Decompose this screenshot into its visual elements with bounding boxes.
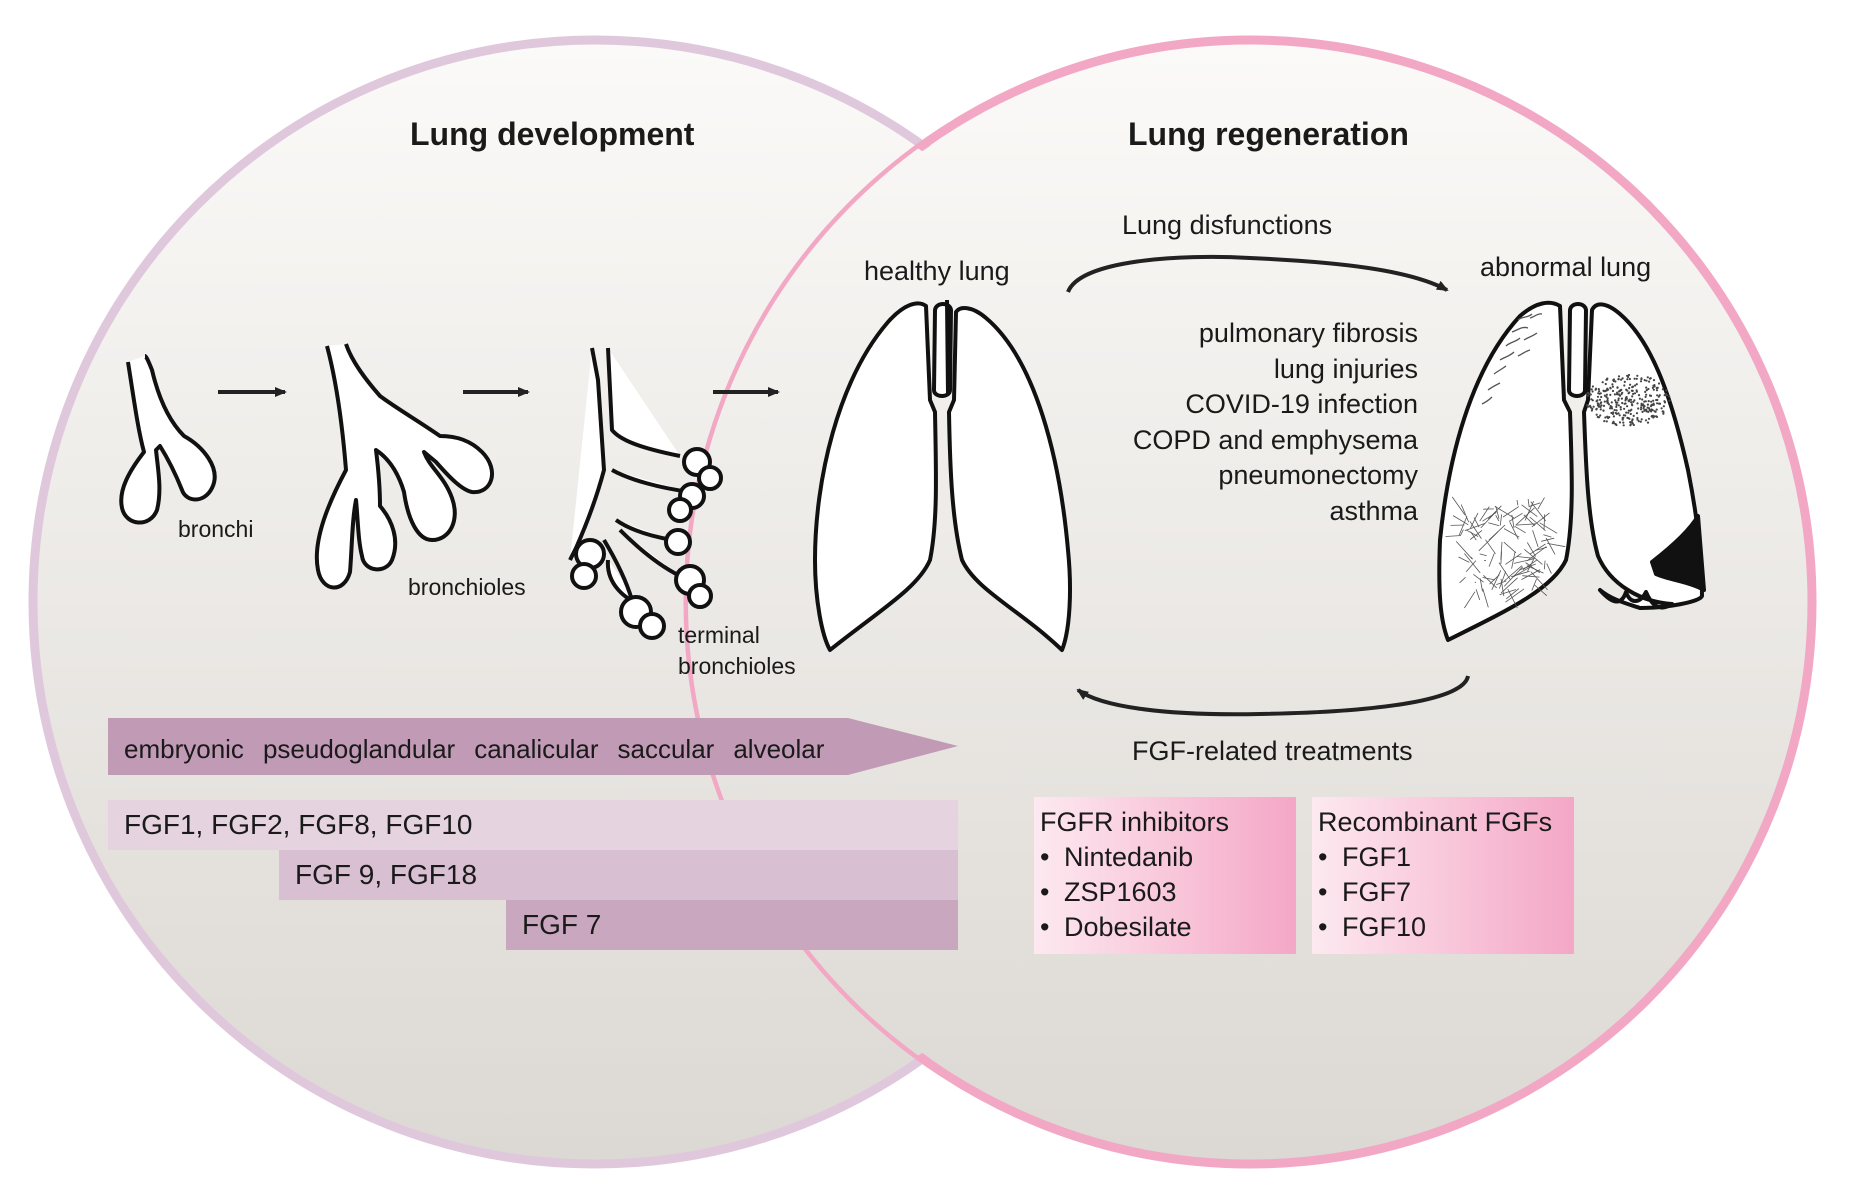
- recombinant-item: FGF10: [1318, 910, 1568, 945]
- dysfunction-item: lung injuries: [1273, 353, 1418, 384]
- treatments-label: FGF-related treatments: [1132, 736, 1413, 766]
- stage-label: embryonic: [124, 734, 244, 764]
- stage-label: canalicular: [474, 734, 599, 764]
- stage-label: pseudoglandular: [262, 734, 456, 764]
- inhibitor-item: ZSP1603: [1040, 875, 1290, 910]
- dysfunction-item: COPD and emphysema: [1132, 424, 1418, 455]
- stage-label: alveolar: [733, 734, 825, 764]
- stage-label: saccular: [617, 734, 715, 764]
- dysfunction-arrow-icon: [1066, 254, 1449, 293]
- dysfunction-item: COVID-19 infection: [1185, 389, 1418, 419]
- fgf-row-3-bg: [506, 900, 958, 950]
- stipple-texture: [1586, 373, 1671, 427]
- inhibitors-title: FGFR inhibitors: [1040, 807, 1230, 837]
- fgf-row-3: FGF 7: [506, 900, 958, 950]
- bronchi-icon: [119, 354, 217, 525]
- abnormal-lung-label: abnormal lung: [1480, 252, 1652, 282]
- fibrosis-strokes: [1481, 313, 1543, 405]
- inhibitor-item: Nintedanib: [1040, 840, 1290, 875]
- terminal-bronchioles-label-2: bronchioles: [678, 653, 796, 679]
- regeneration-title: Lung regeneration: [1128, 116, 1409, 152]
- recombinant-box: Recombinant FGFs FGF1 FGF7 FGF10: [1312, 797, 1574, 954]
- stage-bar: [108, 718, 958, 775]
- terminal-bronchioles-icon: [568, 347, 723, 640]
- fgf-row-text: FGF 9, FGF18: [295, 859, 478, 890]
- dysfunction-item: asthma: [1329, 495, 1418, 526]
- inhibitors-box: FGFR inhibitors Nintedanib ZSP1603 Dobes…: [1034, 797, 1296, 954]
- fgf-row-1-bg: [108, 800, 958, 850]
- development-title: Lung development: [410, 116, 695, 152]
- fgf-row-2-bg: [279, 850, 958, 900]
- recombinant-item: FGF7: [1318, 875, 1568, 910]
- fgf-row-text: FGF 7: [522, 909, 602, 940]
- dysfunction-item: pneumonectomy: [1218, 460, 1418, 490]
- fgf-row-1: FGF1, FGF2, FGF8, FGF10: [108, 800, 958, 850]
- recombinant-item: FGF1: [1318, 840, 1568, 875]
- inhibitor-item: Dobesilate: [1040, 910, 1290, 945]
- dysfunction-item: pulmonary fibrosis: [1198, 318, 1418, 348]
- mesh-texture: [1445, 496, 1566, 609]
- treatment-arrow-icon: [1076, 675, 1470, 717]
- stage-list: embryonic pseudoglandular canalicular sa…: [124, 734, 824, 765]
- fgf-row-text: FGF1, FGF2, FGF8, FGF10: [124, 809, 473, 840]
- bronchioles-icon: [314, 343, 494, 590]
- dysfunction-list: pulmonary fibrosis lung injuries COVID-1…: [1133, 316, 1418, 529]
- dysfunction-label: Lung disfunctions: [1122, 210, 1333, 240]
- fgf-row-2: FGF 9, FGF18: [279, 850, 958, 900]
- recombinant-title: Recombinant FGFs: [1318, 807, 1553, 837]
- bronchioles-label: bronchioles: [408, 574, 526, 600]
- bronchi-label: bronchi: [178, 516, 254, 542]
- healthy-lung-label: healthy lung: [864, 256, 1010, 286]
- terminal-bronchioles-label-1: terminal: [678, 622, 760, 648]
- healthy-lung-icon: [813, 299, 1072, 652]
